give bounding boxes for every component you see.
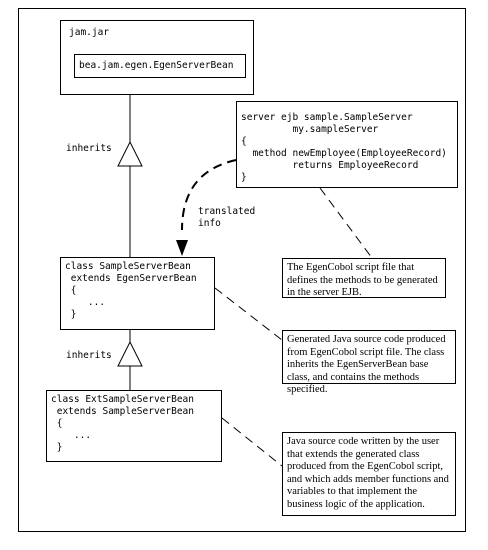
sample-server-bean-box: class SampleServerBean extends EgenServe… <box>60 257 215 330</box>
script-note-box: The EgenCobol script file that defines t… <box>282 258 446 298</box>
jar-title: jam.jar <box>69 27 110 38</box>
sample-bean-line: class SampleServerBean <box>65 261 191 272</box>
ext-bean-line: extends SampleServerBean <box>51 406 194 417</box>
ext-bean-line: { <box>51 418 63 429</box>
ext-bean-line: ... <box>51 430 92 441</box>
translated-label: translated <box>198 206 256 217</box>
user-note-text: Java source code written by the user tha… <box>287 436 449 510</box>
translated-arrow-head <box>176 240 188 256</box>
callout-script-line <box>319 187 373 259</box>
ext-bean-line: } <box>51 442 63 453</box>
script-line: server ejb sample.SampleServer <box>241 112 413 123</box>
inherits-label-top: inherits <box>66 143 112 154</box>
jar-box: jam.jar bea.jam.egen.EgenServerBean <box>60 20 254 95</box>
translated-arrow-path <box>181 159 237 231</box>
inherit-triangle-top <box>117 140 143 167</box>
ext-bean-line: class ExtSampleServerBean <box>51 394 194 405</box>
diagram-frame <box>18 8 466 532</box>
script-line: { <box>241 136 247 147</box>
script-box: server ejb sample.SampleServer my.sample… <box>236 101 458 188</box>
script-line: my.sampleServer <box>241 124 379 135</box>
info-label: info <box>198 218 221 229</box>
sample-bean-line: extends EgenServerBean <box>65 273 197 284</box>
egen-base-class-box: bea.jam.egen.EgenServerBean <box>74 54 246 78</box>
script-line: returns EmployeeRecord <box>241 160 419 171</box>
callout-generated-line <box>214 287 283 341</box>
inherits-label-bottom: inherits <box>66 350 112 361</box>
sample-bean-line: { <box>65 285 77 296</box>
sample-bean-line: ... <box>65 297 106 308</box>
script-note-text: The EgenCobol script file that defines t… <box>287 262 438 298</box>
callout-user-line <box>221 417 283 467</box>
user-note-box: Java source code written by the user tha… <box>282 432 456 516</box>
script-line: } <box>241 172 247 183</box>
generated-note-box: Generated Java source code produced from… <box>282 330 456 395</box>
sample-bean-line: } <box>65 309 77 320</box>
ext-sample-server-bean-box: class ExtSampleServerBean extends Sample… <box>46 390 222 462</box>
egen-base-class-name: bea.jam.egen.EgenServerBean <box>79 60 234 71</box>
script-line: method newEmployee(EmployeeRecord) <box>241 148 447 159</box>
generated-note-text: Generated Java source code produced from… <box>287 334 446 395</box>
inherit-triangle-bottom <box>117 340 143 367</box>
